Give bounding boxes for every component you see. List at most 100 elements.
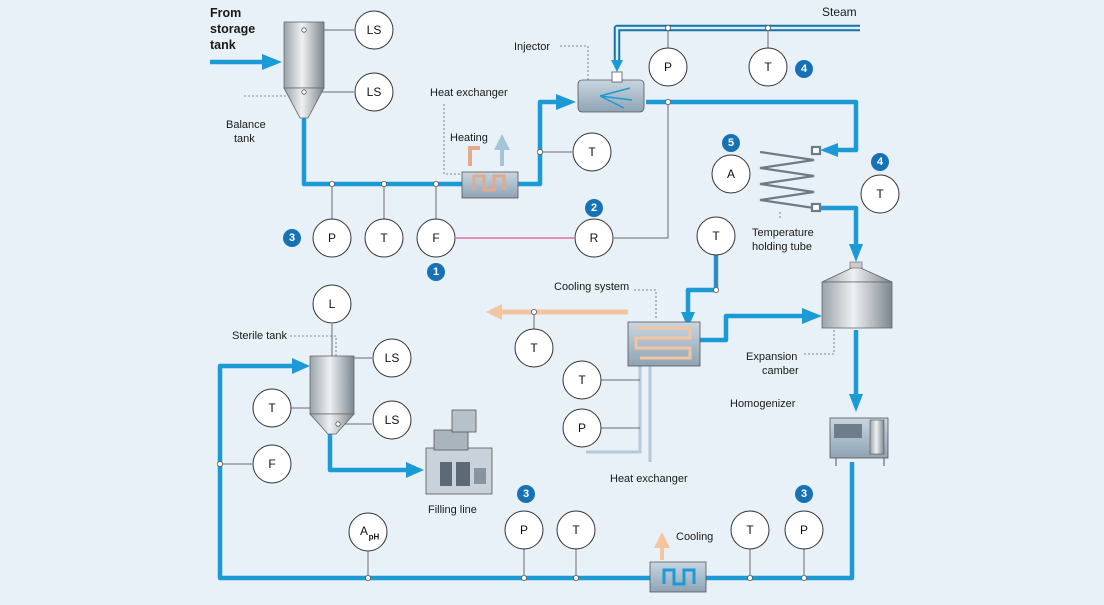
instrument-t-inlet: T xyxy=(364,218,404,258)
tube-in-arrow xyxy=(820,143,838,157)
expansion-chamber xyxy=(821,261,893,329)
badge-3a: 3 xyxy=(283,229,301,247)
svg-text:camber: camber xyxy=(762,365,799,377)
label-cooling-system: Cooling system xyxy=(554,281,629,293)
svg-text:Temperature: Temperature xyxy=(752,227,814,239)
pipe-balance-to-hx xyxy=(301,118,476,187)
pipe-tube-to-expansion xyxy=(816,205,859,250)
svg-text:T: T xyxy=(712,229,720,243)
signal-line-r xyxy=(614,102,669,239)
hot-return-arrow xyxy=(486,304,502,320)
expansion-side-arrow xyxy=(802,308,822,324)
svg-text:pH: pH xyxy=(369,533,380,542)
badge-4b: 4 xyxy=(871,153,889,171)
pipe-sterile-to-filling xyxy=(327,432,410,473)
svg-text:T: T xyxy=(268,401,276,415)
svg-text:3: 3 xyxy=(801,488,807,500)
instrument-ls3: LS xyxy=(372,338,412,378)
pipe-cooling-to-expansion xyxy=(700,313,806,343)
svg-text:P: P xyxy=(664,60,672,74)
pipe-hx-to-injector xyxy=(516,99,560,187)
instrument-r: R xyxy=(574,218,614,258)
instrument-l-sterile: L xyxy=(312,284,352,324)
cooling-system-unit xyxy=(627,321,701,367)
svg-text:4: 4 xyxy=(877,156,884,168)
svg-text:4: 4 xyxy=(801,63,808,75)
steam-pipe-inner xyxy=(615,26,860,64)
instrument-p-homog: P xyxy=(784,510,824,550)
svg-text:LS: LS xyxy=(385,413,400,427)
badge-5: 5 xyxy=(722,134,740,152)
homogenizer-unit xyxy=(829,417,889,466)
svg-text:F: F xyxy=(268,457,275,471)
pipe-top-to-cooling xyxy=(685,248,719,318)
svg-text:A: A xyxy=(727,167,735,181)
instrument-t-cool-low: T xyxy=(562,360,602,400)
svg-text:Balance: Balance xyxy=(226,119,266,131)
svg-text:F: F xyxy=(432,231,439,245)
instrument-t-steam: T xyxy=(748,47,788,87)
instrument-f-inlet: F xyxy=(416,218,456,258)
injector-vessel xyxy=(577,71,645,113)
svg-text:P: P xyxy=(520,523,528,537)
svg-text:T: T xyxy=(578,373,586,387)
holding-tube xyxy=(759,145,822,213)
badge-3b: 3 xyxy=(517,485,535,503)
badge-1: 1 xyxy=(427,263,445,281)
label-heat-exchanger-bottom: Heat exchanger xyxy=(610,473,688,485)
svg-text:P: P xyxy=(800,523,808,537)
homog-in-arrow xyxy=(849,394,863,412)
instrument-a-tube: A xyxy=(711,154,751,194)
svg-text:L: L xyxy=(329,297,336,311)
balance-tank xyxy=(283,21,325,119)
svg-text:T: T xyxy=(588,145,596,159)
svg-text:3: 3 xyxy=(289,232,295,244)
cooling-out-arrow xyxy=(654,532,670,548)
badge-3c: 3 xyxy=(795,485,813,503)
label-temperature-holding-tube: Temperature holding tube xyxy=(752,227,814,253)
svg-text:T: T xyxy=(530,341,538,355)
instrument-f-sterile: F xyxy=(252,444,292,484)
svg-text:T: T xyxy=(764,60,772,74)
svg-text:1: 1 xyxy=(433,266,439,278)
instrument-t-tube: T xyxy=(860,174,900,214)
instrument-t-cool-out: T xyxy=(514,328,554,368)
instrument-t-hx: T xyxy=(572,132,612,172)
svg-text:R: R xyxy=(590,231,599,245)
svg-text:T: T xyxy=(876,187,884,201)
heating-pipe xyxy=(468,146,480,166)
svg-text:T: T xyxy=(380,231,388,245)
svg-text:5: 5 xyxy=(728,137,734,149)
instrument-t-cool-top: T xyxy=(696,216,736,256)
svg-text:P: P xyxy=(578,421,586,435)
instrument-ls1: LS xyxy=(354,10,394,50)
label-filling-line: Filling line xyxy=(428,504,477,516)
sterile-tank-vessel xyxy=(309,355,355,435)
instrument-t-sterile: T xyxy=(252,388,292,428)
svg-text:Expansion: Expansion xyxy=(746,351,797,363)
label-homogenizer: Homogenizer xyxy=(730,398,796,410)
steam-arrow xyxy=(611,60,623,72)
label-expansion-camber: Expansion camber xyxy=(746,351,799,377)
heat-exchanger-top xyxy=(461,171,519,199)
label-from-storage-tank: From storage tank xyxy=(210,6,255,52)
label-heat-exchanger-top: Heat exchanger xyxy=(430,87,508,99)
badge-4a: 4 xyxy=(795,60,813,78)
sterile-in-arrow xyxy=(292,358,310,374)
instrument-ls2: LS xyxy=(354,72,394,112)
instrument-p-steam: P xyxy=(648,47,688,87)
svg-text:A: A xyxy=(360,524,368,538)
filling-line-machine xyxy=(425,409,493,495)
pipes xyxy=(210,24,863,581)
label-sterile-tank: Sterile tank xyxy=(232,330,288,342)
instrument-t-bottom: T xyxy=(556,510,596,550)
instrument-lines xyxy=(220,28,805,578)
label-injector: Injector xyxy=(514,41,550,53)
svg-text:3: 3 xyxy=(523,488,529,500)
svg-text:tank: tank xyxy=(234,133,255,145)
leader-lines xyxy=(244,45,835,485)
pipe-homog-out xyxy=(700,462,855,581)
badge-2: 2 xyxy=(585,199,603,217)
